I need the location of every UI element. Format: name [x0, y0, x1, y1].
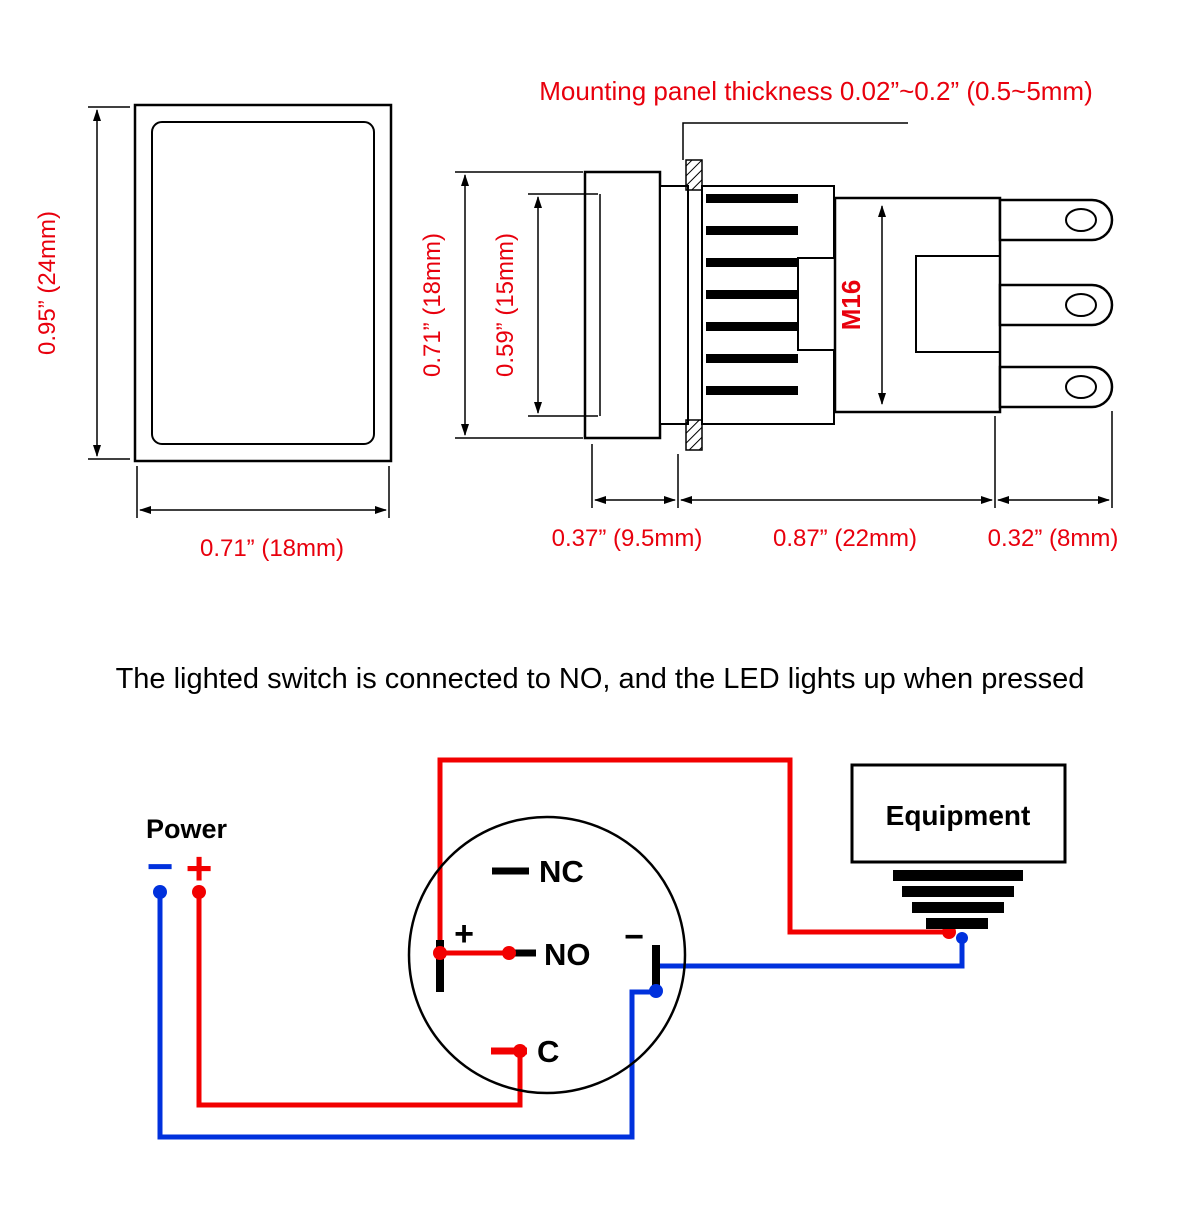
button-head — [583, 170, 662, 440]
junction-led-plus — [433, 946, 447, 960]
equipment-label: Equipment — [886, 800, 1031, 831]
mounting-panel-top — [685, 159, 703, 191]
switch-body — [833, 196, 1002, 414]
pin-top-hole — [1065, 208, 1097, 232]
junction-led-minus — [649, 984, 663, 998]
body-depth-dim-label: 0.87” (22mm) — [773, 525, 917, 552]
terminal-depth-dim-label: 0.32” (8mm) — [988, 525, 1119, 552]
front-view-outer-outline — [133, 103, 393, 463]
equipment-box — [850, 763, 1067, 864]
front-view-bezel-outline — [151, 121, 375, 445]
thread-key-step — [797, 257, 836, 351]
panel-leader-line — [682, 122, 908, 160]
front-view: 0.95” (24mm) 0.71” (18mm) — [34, 103, 393, 562]
m16-label: M16 — [836, 280, 866, 331]
inner-height-dim-label: 0.59” (15mm) — [492, 233, 519, 377]
power-minus-sign: − — [147, 840, 174, 892]
wire-blue-led-minus-to-equipment — [657, 938, 965, 969]
front-width-dim-label: 0.71” (18mm) — [200, 535, 344, 562]
wire-red-power-to-c — [196, 892, 523, 1108]
wiring-diagram: Power − + NC NO C + − Equipment — [146, 757, 1067, 1140]
wire-blue-power-to-led-minus — [157, 892, 656, 1140]
equipment-ground-bar — [893, 870, 1023, 881]
panel-thickness-note: Mounting panel thickness 0.02”~0.2” (0.5… — [539, 76, 1093, 106]
wiring-caption: The lighted switch is connected to NO, a… — [116, 663, 1085, 695]
equipment-ground-bar — [902, 886, 1014, 897]
power-label: Power — [146, 814, 228, 844]
pin-bottom-hole — [1065, 375, 1097, 399]
equipment-ground-bar — [912, 902, 1004, 913]
side-view: Mounting panel thickness 0.02”~0.2” (0.5… — [419, 76, 1118, 552]
mounting-panel-bottom — [685, 419, 703, 451]
no-terminal-label: NO — [544, 937, 591, 972]
nc-terminal-label: NC — [539, 854, 584, 889]
junction-equipment-blue — [956, 932, 968, 944]
junction-no — [502, 946, 516, 960]
terminal-pins — [998, 198, 1114, 409]
pin-middle-hole — [1065, 293, 1097, 317]
button-bezel — [659, 185, 689, 425]
equipment-ground-bars — [893, 870, 1023, 929]
junction-c — [513, 1044, 527, 1058]
wire-red-led-to-equipment — [437, 757, 949, 953]
c-terminal-label: C — [537, 1034, 559, 1069]
front-height-dim-label: 0.95” (24mm) — [34, 211, 61, 355]
head-depth-dim-label: 0.37” (9.5mm) — [552, 525, 703, 552]
outer-height-dim-label: 0.71” (18mm) — [419, 233, 446, 377]
thread-ribs — [706, 194, 798, 395]
led-minus-sign: − — [624, 918, 644, 956]
switch-rear-circle — [407, 815, 687, 1095]
equipment-ground-bar — [926, 918, 988, 929]
led-plus-sign: + — [454, 915, 474, 953]
